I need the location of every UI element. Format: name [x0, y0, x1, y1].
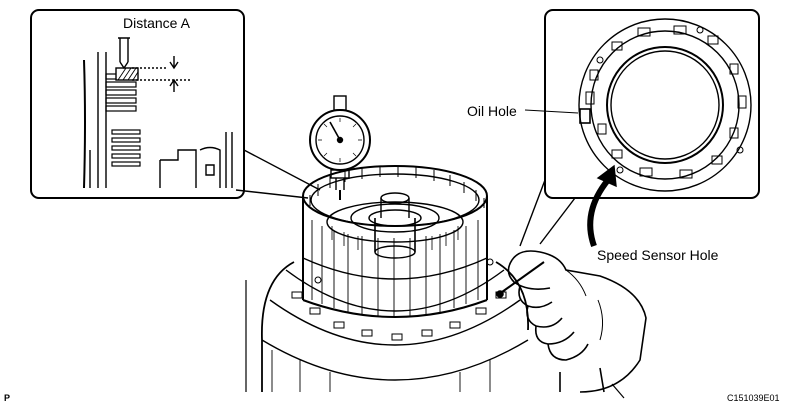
plate-inset: [519, 9, 760, 247]
distance-a-inset: [30, 9, 245, 199]
curved-arrow-icon: [587, 178, 611, 247]
figure-code: C151039E01: [727, 393, 780, 403]
page-marker: P: [4, 393, 11, 403]
transmission-case: [245, 258, 529, 392]
oil-hole-label: Oil Hole: [467, 103, 517, 119]
hand-icon: [496, 250, 647, 399]
distance-a-label: Distance A: [123, 15, 190, 31]
speed-sensor-hole-label: Speed Sensor Hole: [597, 247, 719, 263]
dial-indicator-icon: [309, 95, 371, 200]
clutch-assembly: [302, 165, 488, 318]
